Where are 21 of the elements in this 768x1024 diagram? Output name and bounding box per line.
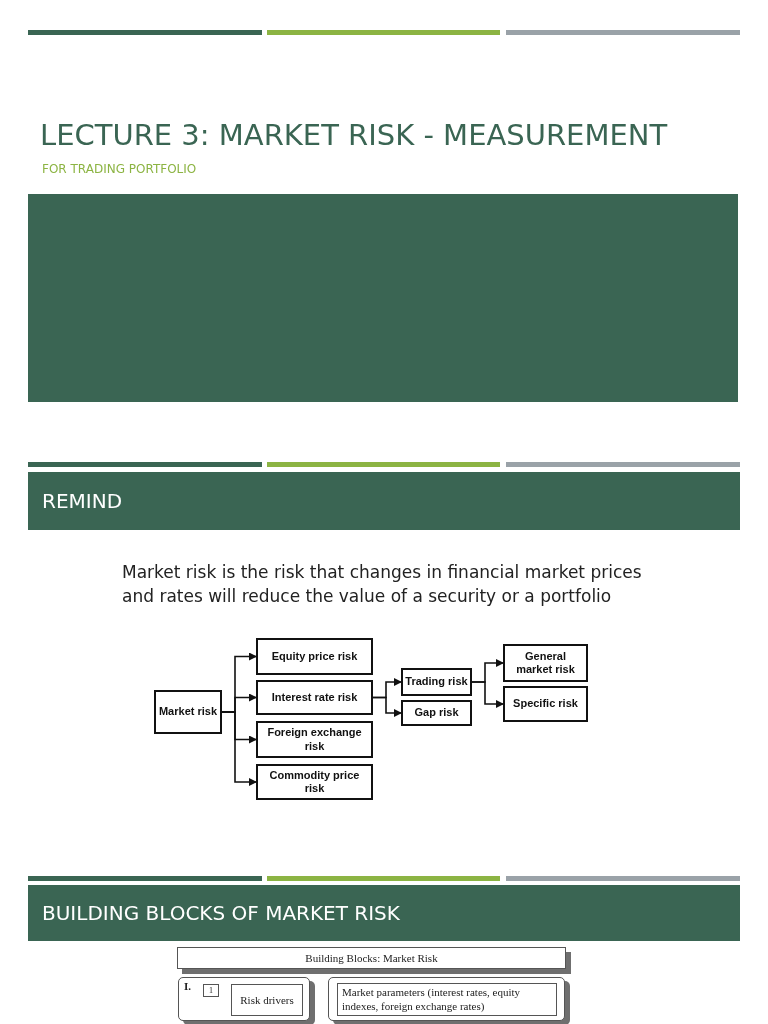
- arrow: [221, 711, 257, 786]
- panel-number: I.: [184, 980, 192, 992]
- label-box: Market parameters (interest rates, equity indexes, foreign exchange rates): [337, 983, 557, 1016]
- risk-box: Specific risk: [503, 686, 588, 722]
- section-header: REMIND: [28, 472, 740, 530]
- label-box: Risk drivers: [231, 984, 303, 1016]
- slide-title: LECTURE 3: MARKET RISK - MEASUREMENT: [40, 118, 668, 152]
- risk-box: General market risk: [503, 644, 588, 682]
- slide-subtitle: FOR TRADING PORTFOLIO: [42, 162, 197, 176]
- risk-box: Trading risk: [401, 668, 472, 696]
- number-box: 1: [203, 984, 219, 997]
- risk-box: Gap risk: [401, 700, 472, 726]
- risk-box: Commodity price risk: [256, 764, 373, 800]
- section-header: BUILDING BLOCKS OF MARKET RISK: [28, 885, 740, 941]
- arrow: [372, 696, 402, 717]
- risk-box: Equity price risk: [256, 638, 373, 675]
- definition-text: Market risk is the risk that changes in financial market prices and rates will reduce the value of a security or a portfolio: [122, 561, 643, 608]
- risk-box: Market risk: [154, 690, 222, 734]
- arrow: [471, 681, 504, 708]
- risk-box: Foreign exchange risk: [256, 721, 373, 758]
- risk-box: Interest rate risk: [256, 680, 373, 715]
